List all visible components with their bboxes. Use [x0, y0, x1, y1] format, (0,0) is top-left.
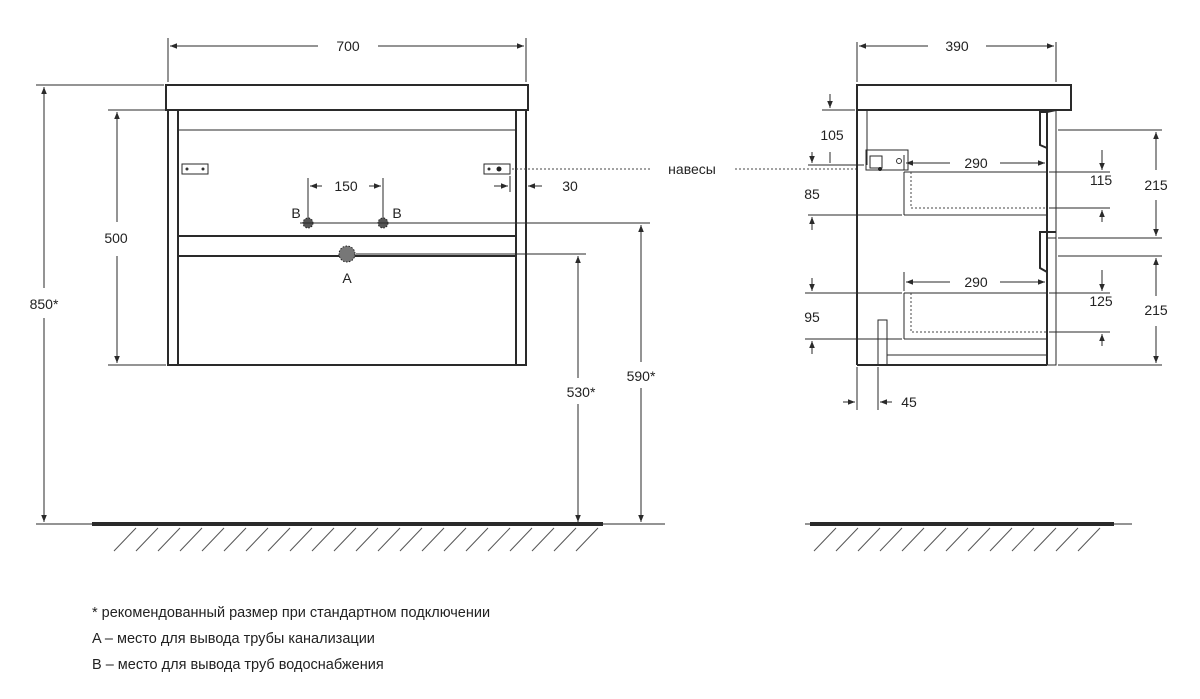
upper-drawer-box: [910, 172, 1047, 209]
dim-hinge-offset-85: 85: [804, 186, 820, 202]
hatch-line: [311, 527, 335, 552]
drain-hole: [338, 245, 356, 263]
hatch-line: [201, 527, 225, 552]
dim-depth-390: 390: [945, 38, 969, 54]
front-right-side-panel: [515, 109, 527, 366]
dim-supply-height-590: 590*: [627, 368, 656, 384]
front-countertop: [165, 84, 529, 111]
dim-lower-front-215: 215: [1144, 302, 1168, 318]
front-upper-rail: [177, 109, 517, 131]
hatch-line: [377, 527, 401, 552]
side-plinth: [877, 319, 888, 366]
dim-width-700: 700: [336, 38, 360, 54]
hatch-line: [1011, 527, 1035, 552]
hatch-line: [575, 527, 599, 552]
dim-total-height-850: 850*: [30, 296, 59, 312]
hatch-line: [157, 527, 181, 552]
hatch-line: [1033, 527, 1057, 552]
upper-drawer-handle: [1039, 109, 1057, 149]
hatch-line: [443, 527, 467, 552]
hatch-line: [399, 527, 423, 552]
hatch-line: [835, 527, 859, 552]
label-a: A: [342, 270, 352, 286]
hatch-line: [355, 527, 379, 552]
hatch-line: [465, 527, 489, 552]
hatch-line: [509, 527, 533, 552]
note-recommended: * рекомендованный размер при стандартном…: [92, 605, 491, 621]
hatch-line: [967, 527, 991, 552]
front-view: 700 500 850* 150 B B A 30 530*: [30, 38, 665, 552]
dim-drain-height-530: 530*: [567, 384, 596, 400]
lower-drawer-handle: [1039, 231, 1056, 273]
dim-side-offset-30: 30: [562, 178, 578, 194]
hatch-line: [553, 527, 577, 552]
side-hinge-bracket: [865, 149, 909, 171]
hatch-line: [879, 527, 903, 552]
lower-drawer-box: [910, 293, 1047, 333]
hatch-line: [945, 527, 969, 552]
hatch-line: [113, 527, 137, 552]
hatch-line: [923, 527, 947, 552]
hatch-line: [267, 527, 291, 552]
hatch-line: [1077, 527, 1101, 552]
hatch-line: [179, 527, 203, 552]
hatch-line: [1055, 527, 1079, 552]
hatch-line: [487, 527, 511, 552]
dim-upper-drawer-height-115: 115: [1090, 172, 1113, 188]
note-drain: A – место для вывода трубы канализации: [92, 631, 375, 647]
front-left-side-panel: [167, 109, 179, 366]
dim-lower-drawer-height-125: 125: [1089, 293, 1113, 309]
dim-lower-drawer-depth-290: 290: [964, 274, 988, 290]
label-b-right: B: [392, 205, 401, 221]
hatch-line: [901, 527, 925, 552]
dim-upper-drawer-depth-290: 290: [964, 155, 988, 171]
hatch-line: [989, 527, 1013, 552]
dim-upper-front-215: 215: [1144, 177, 1168, 193]
hatch-line: [135, 527, 159, 552]
hatch-line: [223, 527, 247, 552]
dim-supply-spacing-150: 150: [334, 178, 358, 194]
hatch-line: [333, 527, 357, 552]
dim-top-offset-105: 105: [820, 127, 844, 143]
hatch-line: [813, 527, 837, 552]
side-view: 390 105 85 290 115 215 290: [804, 38, 1168, 552]
side-countertop: [856, 84, 1072, 111]
hatch-line: [289, 527, 313, 552]
floor-hatch-front: [113, 527, 599, 552]
dim-foot-45: 45: [901, 394, 917, 410]
dim-inner-height-500: 500: [104, 230, 128, 246]
hatch-line: [531, 527, 555, 552]
hatch-line: [245, 527, 269, 552]
note-supply: B – место для вывода труб водоснабжения: [92, 657, 384, 673]
hatch-line: [857, 527, 881, 552]
floor-hatch-side: [813, 527, 1101, 552]
hatch-line: [421, 527, 445, 552]
front-hinge-left: [181, 163, 209, 175]
front-hinge-right: [483, 163, 511, 175]
notes: * рекомендованный размер при стандартном…: [92, 600, 490, 678]
label-hinges: навесы: [668, 161, 716, 177]
dim-bottom-offset-95: 95: [804, 309, 820, 325]
label-b-left: B: [291, 205, 300, 221]
